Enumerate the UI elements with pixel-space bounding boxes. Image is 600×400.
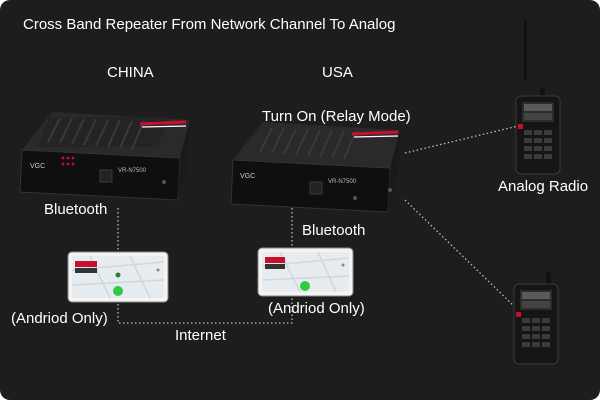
bluetooth-label-china: Bluetooth: [44, 201, 108, 218]
radio-link-line-lower: [404, 199, 519, 311]
diagram-title: Cross Band Repeater From Network Channel…: [23, 16, 396, 33]
android-only-label-usa: (Andriod Only): [268, 300, 365, 317]
analog-radio-label: Analog Radio: [498, 178, 589, 195]
location-label-china: CHINA: [107, 64, 154, 81]
internet-line: [117, 290, 293, 324]
repeater-device-usa: VGC VR-N7500: [230, 122, 400, 213]
android-only-label-china: (Andriod Only): [11, 310, 108, 327]
connection-lines: [117, 124, 523, 324]
analog-radio-top: [515, 20, 561, 175]
location-label-usa: USA: [322, 64, 353, 81]
repeater-device-china: VGC VR-N7500: [19, 112, 190, 201]
internet-label: Internet: [175, 327, 226, 344]
phone-usa: [257, 247, 354, 297]
device-model-china: VR-N7500: [118, 168, 147, 174]
analog-radio-bottom: [513, 272, 559, 365]
relay-mode-label: Turn On (Relay Mode): [262, 108, 411, 125]
phone-china: [67, 251, 169, 303]
device-brand-china: VGC: [30, 163, 45, 170]
device-model-usa: VR-N7500: [328, 179, 357, 185]
bluetooth-label-usa: Bluetooth: [302, 222, 366, 239]
device-brand-usa: VGC: [240, 173, 255, 180]
radio-link-line-upper: [404, 124, 523, 154]
